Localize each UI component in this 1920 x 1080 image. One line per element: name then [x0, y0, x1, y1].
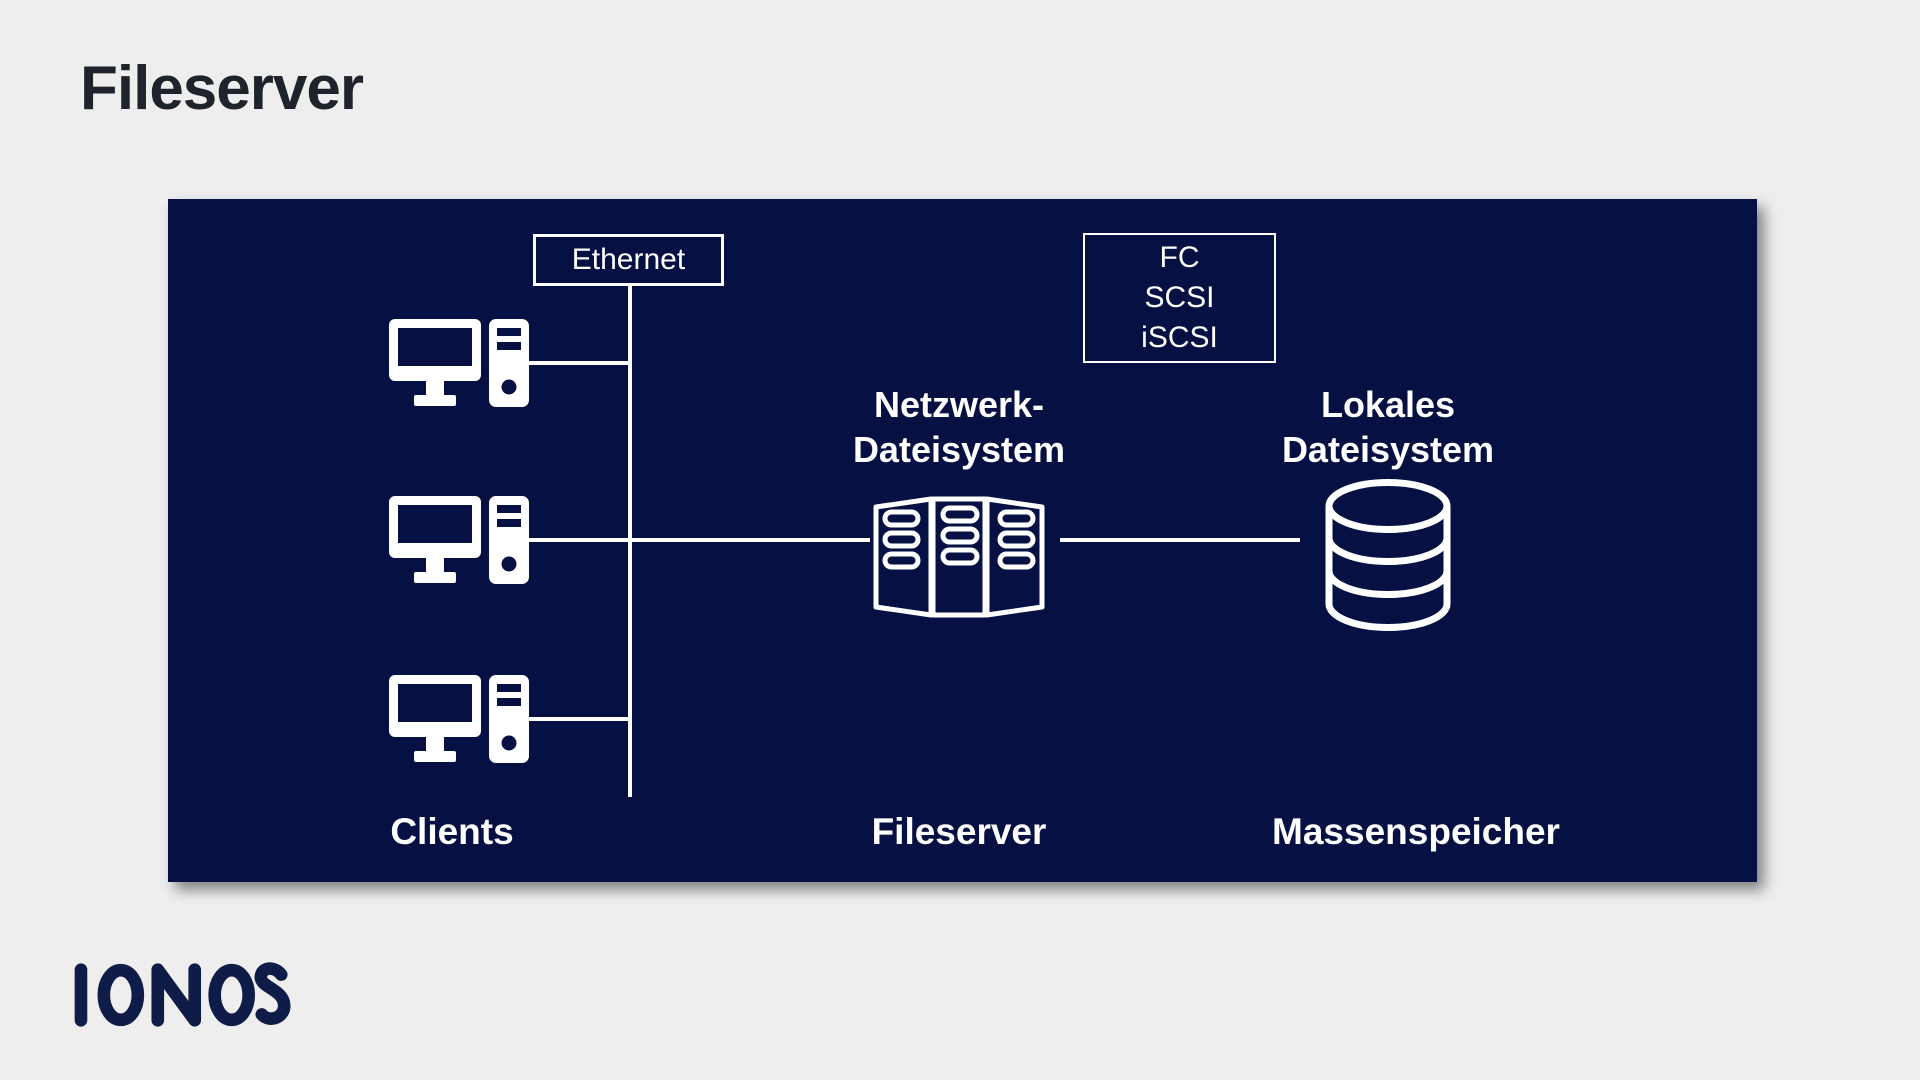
server-rack-icon — [870, 492, 1048, 622]
diagram-panel: Ethernet FC SCSI iSCSI Netzwerk- Dateisy… — [168, 199, 1757, 882]
local-filesystem-label: Lokales Dateisystem — [1238, 382, 1538, 472]
desktop-computer-icon — [389, 319, 529, 407]
ethernet-label: Ethernet — [571, 243, 686, 276]
local-filesystem-line1: Lokales — [1320, 384, 1456, 425]
protocol-fc-label: FC — [1159, 241, 1200, 274]
client3-connector-line — [526, 717, 630, 721]
caption-storage: Massenspeicher — [1272, 811, 1560, 852]
local-filesystem-line2: Dateisystem — [1281, 429, 1495, 470]
caption-clients: Clients — [390, 811, 514, 852]
client2-to-fileserver-line — [526, 538, 870, 542]
ionos-logo-glyphs — [74, 962, 291, 1027]
ionos-logo: IONOS — [70, 960, 300, 1030]
protocol-label-box: FC SCSI iSCSI — [1083, 233, 1276, 363]
ethernet-label-box: Ethernet — [533, 234, 724, 286]
caption-fileserver: Fileserver — [871, 811, 1047, 852]
fileserver-to-storage-line — [1060, 538, 1300, 542]
network-filesystem-line1: Netzwerk- — [873, 384, 1045, 425]
desktop-computer-icon — [389, 496, 529, 584]
protocol-iscsi-label: iSCSI — [1141, 321, 1218, 354]
client1-connector-line — [526, 361, 630, 365]
network-filesystem-label: Netzwerk- Dateisystem — [809, 382, 1109, 472]
network-filesystem-line2: Dateisystem — [852, 429, 1066, 470]
protocol-scsi-label: SCSI — [1144, 281, 1215, 314]
page-title: Fileserver — [80, 54, 364, 123]
database-cylinders-icon — [1322, 477, 1454, 633]
desktop-computer-icon — [389, 675, 529, 763]
